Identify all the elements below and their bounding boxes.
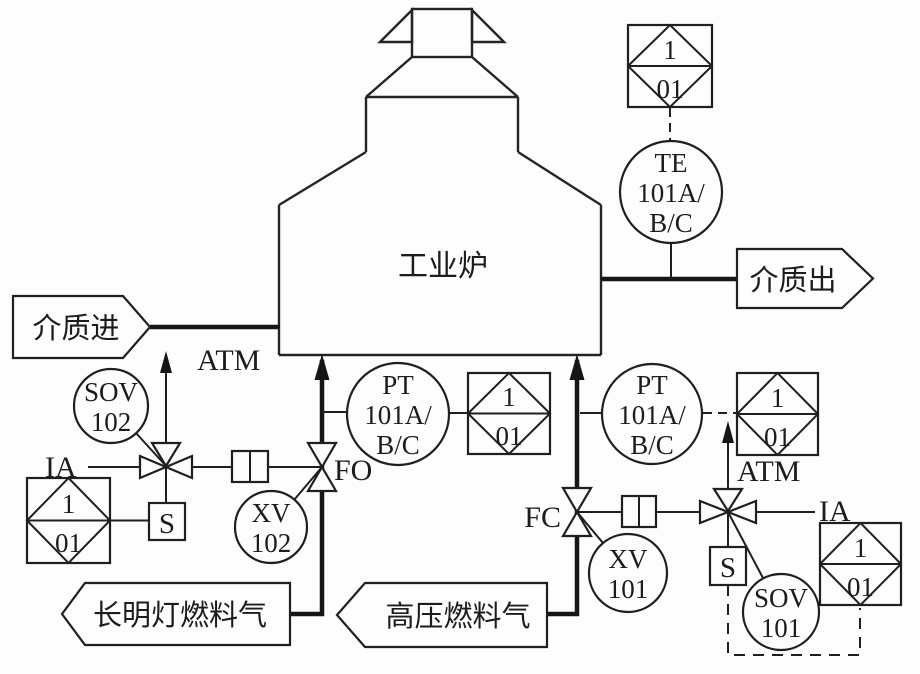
xv101-line2: 101 [608, 574, 649, 604]
interlock-box-top: 1 01 [626, 23, 714, 109]
interlock-br-diamond [818, 521, 903, 607]
furnace-stack-cap [410, 7, 474, 59]
stream-medium-in: 介质进 [11, 294, 280, 360]
interlock-left-diamond [25, 476, 112, 565]
interlock-br-num1: 1 [854, 533, 868, 563]
xv101-tri-top [561, 486, 593, 515]
solenoid-box-right [708, 545, 748, 587]
interlock-br-num2: 01 [847, 572, 874, 602]
interlock-mid-num1: 1 [502, 382, 516, 412]
actuator-box-left [230, 449, 270, 484]
xv101-circle [587, 532, 669, 614]
interlock-left-num2: 01 [55, 528, 82, 558]
xv102-line2: 102 [251, 528, 292, 558]
medium-out-label: 介质出 [749, 264, 836, 297]
interlock-right-num2: 01 [764, 422, 791, 452]
atm-right-arrow-icon [722, 421, 734, 443]
valve-tri-top [150, 441, 182, 469]
te-line2: 101A/ [637, 178, 705, 208]
medium-out-flag [735, 247, 875, 310]
pt-right-line3: B/C [630, 430, 674, 460]
valve-tri-right [163, 454, 194, 480]
valve-tri-left [138, 454, 169, 480]
pilot-gas-arrow-icon [314, 354, 330, 380]
interlock-top-diamond [626, 23, 714, 109]
interlock-box-right: 1 01 [735, 371, 820, 457]
valve-xv102 [306, 441, 338, 493]
xv101-tri-bottom [561, 509, 593, 538]
furnace-stack-wing-right [470, 7, 507, 44]
fo-label: FO [334, 454, 372, 487]
pt-right-line2: 101A/ [618, 400, 686, 430]
interlock-right-num1: 1 [771, 383, 785, 413]
furnace-body-outline [277, 56, 603, 357]
actuator-box-right [620, 494, 658, 529]
fc-label: FC [524, 501, 561, 534]
xv102-tag-line [293, 466, 323, 501]
interlock-top-num2: 01 [657, 74, 684, 104]
sov101-circle [741, 572, 821, 652]
pilot-gas-flag [60, 581, 292, 647]
pilot-gas-label: 长明灯燃料气 [93, 599, 267, 632]
xv102-tri-bottom [306, 464, 338, 493]
sov101-line2: 101 [761, 613, 802, 643]
xv101-line1: XV [609, 544, 648, 574]
furnace-stack-wing-left [377, 7, 414, 44]
xv102-tri-top [306, 441, 338, 470]
solenoid-interlock-dashed-path [727, 585, 861, 656]
xv102-circle [233, 489, 309, 565]
xv102-line1: XV [252, 498, 291, 528]
temperature-instrument: 1 01 TE 101A/ B/C [618, 23, 724, 279]
furnace-label: 工业炉 [398, 250, 488, 283]
furnace: 工业炉 [277, 7, 603, 357]
solenoid-left-label: S [159, 508, 175, 540]
xv101-tag-line [576, 511, 604, 544]
sov102-line2: 102 [91, 407, 132, 437]
atm-left-label: ATM [197, 344, 260, 377]
interlock-mid-diamond [466, 371, 552, 456]
sov102-tag-line [135, 432, 167, 467]
medium-in-flag [11, 294, 152, 360]
solenoid-right-label: S [720, 552, 736, 584]
sov102-circle [72, 367, 150, 445]
interlock-box-bottom-right: 1 01 [818, 521, 903, 607]
pt-left-line1: PT [382, 370, 414, 400]
interlock-box-middle: 1 01 [466, 371, 552, 456]
main-gas-train: FC XV 101 ATM IA S SOV 101 [524, 421, 903, 656]
pt-left-line3: B/C [376, 430, 420, 460]
pilot-train: IA ATM SOV 102 FO XV 102 [25, 344, 372, 565]
hp-gas-line [547, 360, 580, 617]
interlock-right-diamond [735, 371, 820, 457]
valve-xv101 [561, 486, 593, 538]
medium-in-label: 介质进 [32, 312, 119, 345]
sov101-tag-line [727, 511, 764, 579]
pt-left-line2: 101A/ [364, 400, 432, 430]
stream-medium-out: 介质出 [601, 247, 875, 310]
three-way-valve-left [138, 441, 194, 480]
interlock-left-num1: 1 [62, 489, 76, 519]
pressure-instruments: PT 101A/ B/C 1 01 PT 101A/ B/C 1 01 [322, 361, 820, 467]
pt-right-line1: PT [636, 370, 668, 400]
hp-gas-arrow-icon [569, 354, 585, 380]
interlock-top-num1: 1 [663, 35, 677, 65]
hp-gas-label: 高压燃料气 [385, 600, 530, 633]
atm-left-arrow-icon [160, 351, 172, 373]
pt-right-circle [600, 362, 704, 466]
interlock-box-left: 1 01 [25, 476, 112, 565]
te-line3: B/C [649, 208, 693, 238]
interlock-mid-num2: 01 [496, 421, 523, 451]
stream-hp-gas: 高压燃料气 [335, 354, 585, 649]
te-line1: TE [655, 148, 688, 178]
atm-right-label: ATM [737, 455, 800, 488]
sov101-line1: SOV [754, 583, 809, 613]
sov102-line1: SOV [84, 377, 139, 407]
hp-gas-flag [335, 581, 549, 649]
valve-right-tri-left [698, 499, 732, 525]
